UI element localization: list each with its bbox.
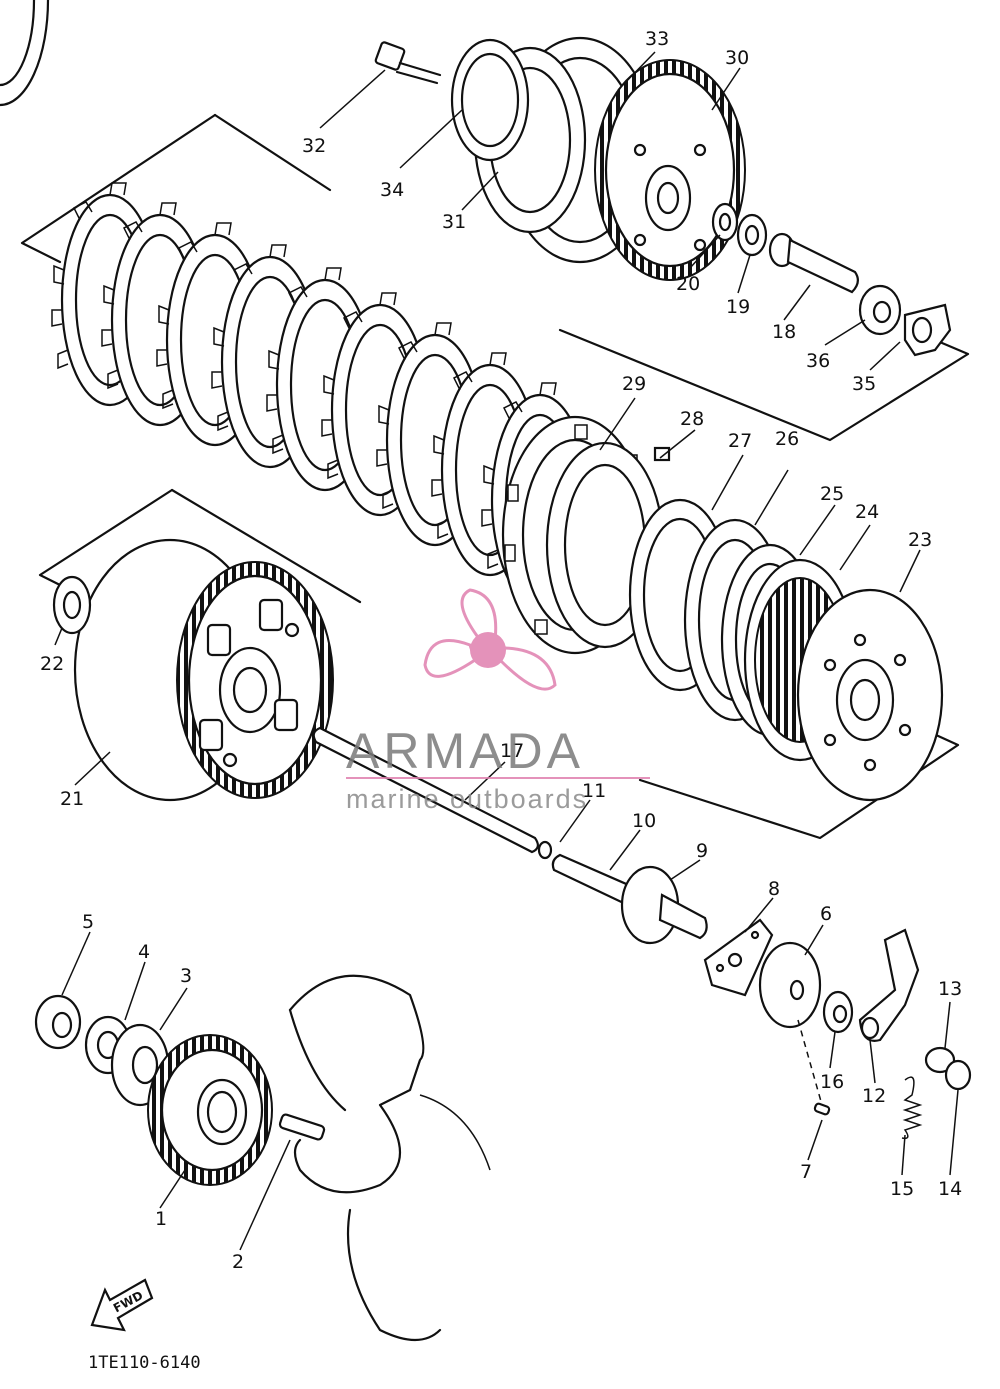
label-11: 11 [582, 780, 606, 802]
bolt-32 [374, 41, 442, 85]
crankshaft-outline [288, 974, 491, 1341]
part-number-labels: 1 2 3 4 5 6 7 8 9 10 11 12 13 14 15 16 1… [40, 28, 962, 1273]
label-8: 8 [768, 878, 780, 900]
upper-frame [20, 113, 970, 442]
washer-13 [924, 1046, 956, 1074]
watermark-subtitle: marine outboards [346, 784, 588, 814]
watermark-title: ARMADA [346, 723, 584, 779]
gasket-8 [703, 918, 774, 997]
label-29: 29 [622, 373, 646, 395]
label-25: 25 [820, 483, 844, 505]
label-30: 30 [725, 47, 749, 69]
nut-36 [858, 284, 902, 336]
label-26: 26 [775, 428, 799, 450]
label-5: 5 [82, 911, 94, 933]
push-rod-18 [768, 232, 859, 294]
washer-20 [711, 202, 739, 242]
label-16: 16 [820, 1071, 844, 1093]
label-21: 21 [60, 788, 84, 810]
push-rod-17 [312, 726, 539, 854]
label-23: 23 [908, 529, 932, 551]
label-10: 10 [632, 810, 656, 832]
lock-washer-35 [903, 303, 952, 357]
label-35: 35 [852, 373, 876, 395]
nut-14 [944, 1059, 972, 1091]
label-2: 2 [232, 1251, 244, 1273]
label-34: 34 [380, 179, 404, 201]
pin-7 [797, 1019, 831, 1116]
label-17: 17 [500, 740, 524, 762]
bearing-19 [736, 213, 768, 257]
washer-22 [52, 575, 92, 635]
gasket-34 [450, 38, 530, 162]
label-9: 9 [696, 840, 708, 862]
label-14: 14 [938, 1178, 962, 1200]
pressure-plate-23 [796, 588, 944, 802]
label-1: 1 [155, 1208, 167, 1230]
label-28: 28 [680, 408, 704, 430]
lever-12 [858, 928, 920, 1042]
fwd-arrow: FWD [90, 1278, 154, 1332]
label-12: 12 [862, 1085, 886, 1107]
label-22: 22 [40, 653, 64, 675]
label-18: 18 [772, 321, 796, 343]
label-15: 15 [890, 1178, 914, 1200]
cover-6 [758, 941, 822, 1029]
label-36: 36 [806, 350, 830, 372]
propeller-logo-icon [423, 588, 557, 691]
clutch-housing-21 [73, 538, 334, 802]
clutch-plate-stack [0, 0, 590, 607]
key-2 [278, 1113, 326, 1141]
label-7: 7 [800, 1161, 812, 1183]
label-32: 32 [302, 135, 326, 157]
gear-1 [147, 1034, 273, 1186]
label-3: 3 [180, 965, 192, 987]
label-27: 27 [728, 430, 752, 452]
label-24: 24 [855, 501, 879, 523]
leader-lines [54, 51, 959, 1251]
push-lever-9 [620, 865, 708, 945]
spring-15 [901, 1076, 923, 1140]
label-20: 20 [676, 273, 700, 295]
label-33: 33 [645, 28, 669, 50]
label-31: 31 [442, 211, 466, 233]
seal-16 [822, 990, 854, 1034]
ball-11 [537, 840, 553, 860]
label-13: 13 [938, 978, 962, 1000]
push-rod-10 [551, 853, 642, 910]
nut-5 [34, 994, 82, 1050]
label-4: 4 [138, 941, 150, 963]
armada-watermark: ARMADA marine outboards [346, 588, 650, 814]
label-19: 19 [726, 296, 750, 318]
drawing-code: 1TE110-6140 [88, 1353, 201, 1373]
gear-30 [594, 59, 746, 281]
label-6: 6 [820, 903, 832, 925]
